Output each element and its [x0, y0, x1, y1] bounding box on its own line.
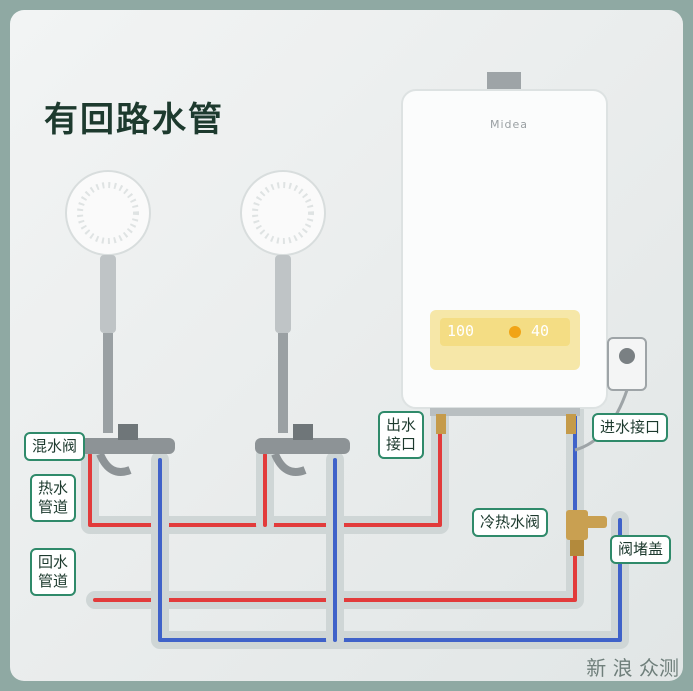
water-heater	[401, 72, 608, 434]
label-inlet: 进水接口	[592, 413, 669, 442]
shower-head-1	[65, 170, 151, 433]
hot-cold-valve	[566, 510, 607, 556]
watermark: 新 浪 众测	[586, 656, 679, 680]
shower-head-2	[240, 170, 326, 433]
page-title: 有回路水管	[44, 100, 224, 140]
display-right-value: 40	[531, 322, 550, 340]
label-hot-pipe: 热水 管道	[30, 474, 77, 522]
brand-logo: Midea	[490, 118, 529, 131]
label-hot-cold-valve: 冷热水阀	[472, 508, 549, 537]
mixing-valve-1	[80, 424, 175, 476]
label-outlet: 出水 接口	[378, 411, 425, 459]
label-return-pipe: 回水 管道	[30, 548, 77, 596]
cold-pipe-lines	[151, 401, 629, 649]
display-left-value: 100	[447, 322, 475, 340]
mixing-valve-2	[255, 424, 350, 476]
label-valve-cap: 阀堵盖	[610, 535, 672, 564]
label-mixing-valve: 混水阀	[24, 432, 86, 461]
